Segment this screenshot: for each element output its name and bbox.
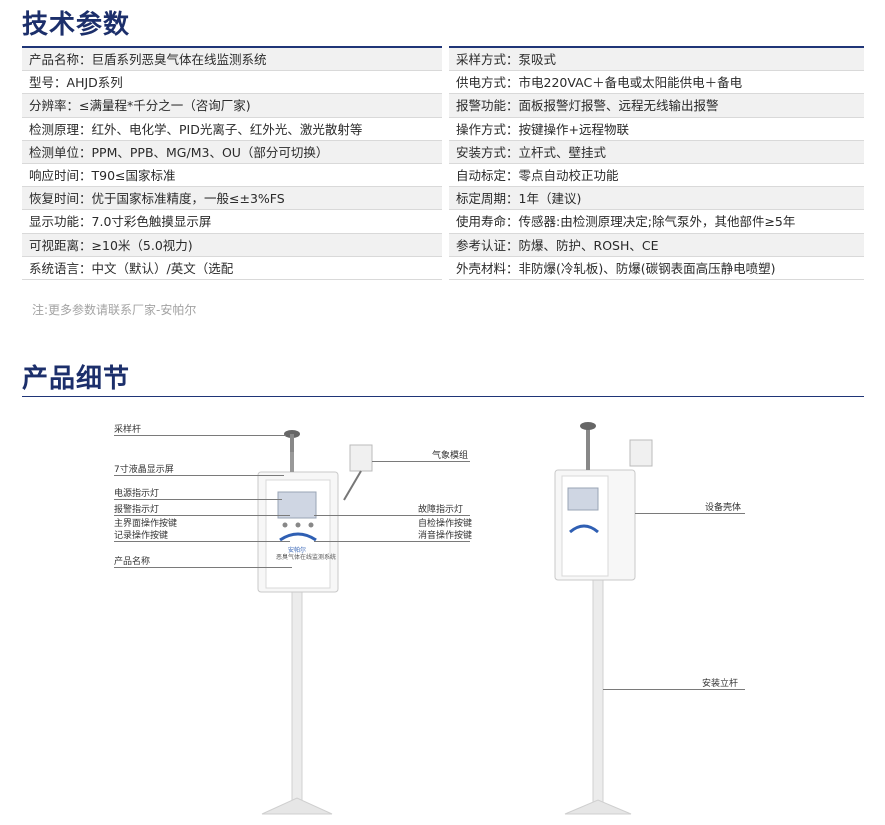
spec-row: 检测原理：红外、电化学、PID光离子、红外光、激光散射等 — [22, 117, 442, 141]
pole-base — [261, 797, 333, 815]
spec-row: 检测单位：PPM、PPB、MG/M3、OU（部分可切换） — [22, 140, 442, 164]
lcd-screen — [277, 491, 317, 519]
spec-row: 恢复时间：优于国家标准精度，一般≤±3%FS — [22, 187, 442, 211]
sampling-rod-stem — [290, 450, 294, 472]
pole-2 — [592, 574, 604, 808]
callout-record-key: 记录操作按键 — [114, 531, 169, 541]
spec-row: 分辨率：≤满量程*千分之一（咨询厂家) — [22, 94, 442, 118]
brand-label: 安帕尔 — [288, 547, 307, 554]
callout-pole: 安装立杆 — [702, 679, 739, 689]
weather-module — [349, 444, 373, 472]
pole — [291, 589, 303, 806]
spec-row: 型号：AHJD系列 — [22, 71, 442, 95]
detail-section-title: 产品细节 — [22, 364, 131, 394]
footnote: 注:更多参数请联系厂家-安帕尔 — [32, 303, 197, 317]
sampling-rod-2 — [586, 428, 590, 470]
lcd-screen-2 — [567, 487, 599, 511]
callout-power-led: 电源指示灯 — [114, 489, 160, 499]
device-label: 恶臭气体在线监测系统 — [276, 554, 337, 561]
callout-housing: 设备壳体 — [705, 503, 742, 513]
spec-row: 自动标定：零点自动校正功能 — [449, 163, 864, 188]
spec-row: 可视距离：≥10米（5.0视力) — [22, 233, 442, 257]
detail-title-rule — [22, 396, 864, 397]
spec-row: 标定周期：1年（建议) — [449, 187, 864, 211]
callout-fault-led: 故障指示灯 — [418, 505, 464, 515]
spec-row: 操作方式：按键操作+远程物联 — [449, 117, 864, 141]
spec-row: 采样方式：泵吸式 — [449, 48, 864, 72]
spec-title-rule-left — [22, 46, 442, 48]
alarm-led — [295, 522, 301, 528]
callout-selfcheck-key: 自检操作按键 — [418, 519, 473, 529]
brand-swoosh — [279, 532, 317, 542]
spec-row: 响应时间：T90≤国家标准 — [22, 163, 442, 188]
spec-table-right: 采样方式：泵吸式 供电方式：市电220VAC＋备电或太阳能供电＋备电 报警功能：… — [449, 48, 864, 280]
callout-main-key: 主界面操作按键 — [114, 519, 178, 529]
callout-weather: 气象模组 — [432, 451, 469, 461]
spec-title-rule-right — [449, 46, 864, 48]
pole-2-base — [564, 799, 632, 815]
spec-row: 产品名称：巨盾系列恶臭气体在线监测系统 — [22, 48, 442, 72]
spec-row: 显示功能：7.0寸彩色触摸显示屏 — [22, 210, 442, 234]
spec-row: 参考认证：防爆、防护、ROSH、CE — [449, 233, 864, 257]
spec-row: 供电方式：市电220VAC＋备电或太阳能供电＋备电 — [449, 71, 864, 95]
callout-mute-key: 消音操作按键 — [418, 531, 473, 541]
spec-row: 使用寿命：传感器:由检测原理决定;除气泵外，其他部件≥5年 — [449, 210, 864, 234]
spec-row: 系统语言：中文（默认）/英文（选配 — [22, 256, 442, 280]
spec-table-left: 产品名称：巨盾系列恶臭气体在线监测系统 型号：AHJD系列 分辨率：≤满量程*千… — [22, 48, 442, 280]
callout-product-name: 产品名称 — [114, 557, 151, 567]
weather-module-2 — [629, 439, 653, 467]
product-illustration: 采样杆 7寸液晶显示屏 电源指示灯 报警指示灯 主界面操作按键 记录操作按键 产… — [100, 400, 880, 825]
callout-lcd: 7寸液晶显示屏 — [114, 465, 174, 475]
spec-row: 安装方式：立杆式、壁挂式 — [449, 140, 864, 164]
device-drawing — [257, 422, 653, 815]
power-led — [282, 522, 288, 528]
spec-row: 外壳材料：非防爆(冷轧板)、防爆(碳钢表面高压静电喷塑) — [449, 256, 864, 280]
spec-section-title: 技术参数 — [22, 10, 131, 40]
callout-alarm-led: 报警指示灯 — [114, 505, 160, 515]
callout-sampling-rod: 采样杆 — [114, 425, 142, 435]
spec-row: 报警功能：面板报警灯报警、远程无线输出报警 — [449, 94, 864, 118]
fault-led — [308, 522, 314, 528]
